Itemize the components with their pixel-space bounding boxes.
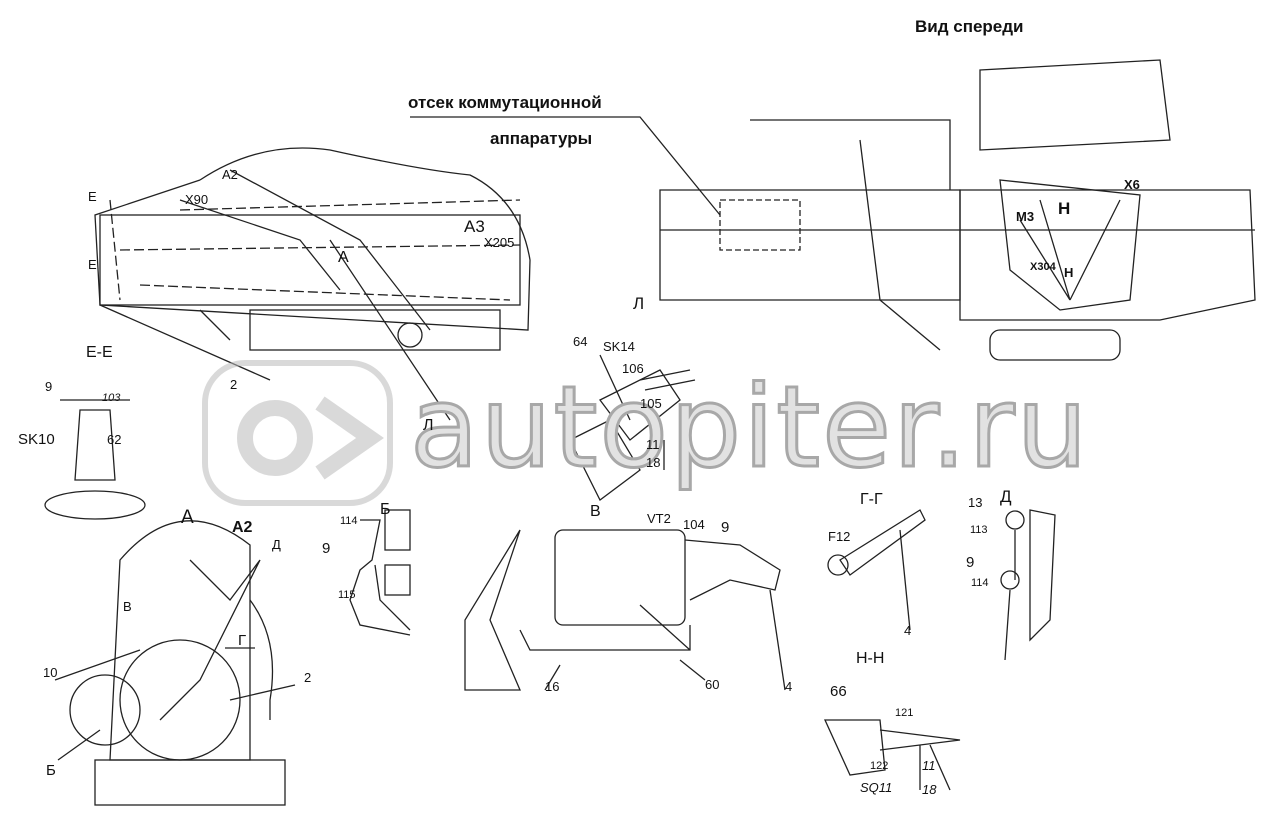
watermark-text: autopiter.ru <box>408 363 1090 493</box>
callout-m3: М3 <box>1016 209 1035 224</box>
callout-9: 9 <box>45 379 53 394</box>
front-view-assembly <box>410 59 1256 361</box>
callout-2-lower: 2 <box>304 670 312 685</box>
callout-4-gg: 4 <box>904 623 912 638</box>
callout-62: 62 <box>107 432 122 447</box>
callout-d: Д <box>272 537 281 552</box>
callout-103: 103 <box>102 392 121 404</box>
section-nn-title: Н-Н <box>856 650 885 667</box>
view-a-title: А <box>181 507 194 528</box>
watermark-logo <box>202 360 393 506</box>
callout-4: 4 <box>785 679 793 694</box>
view-title-front: Вид спереди <box>915 17 1024 36</box>
section-nn-drawing <box>823 719 961 791</box>
callout-9-b: 9 <box>322 540 331 557</box>
callout-60: 60 <box>705 677 720 692</box>
callout-104: 104 <box>683 517 705 532</box>
view-a-engine-drawing <box>54 520 296 806</box>
section-gg-drawing <box>827 509 926 631</box>
section-ee-drawing <box>44 399 146 520</box>
callout-66: 66 <box>830 683 847 700</box>
callout-a3: А3 <box>464 217 485 236</box>
view-v-title: В <box>590 503 601 520</box>
callout-sk10: SK10 <box>18 431 55 448</box>
callout-sq11: SQ11 <box>860 780 893 795</box>
callout-106: 106 <box>622 361 644 376</box>
callout-18-nn: 18 <box>922 782 937 797</box>
callout-16: 16 <box>545 679 560 694</box>
callout-13: 13 <box>968 495 983 510</box>
view-b-drawing <box>349 509 411 636</box>
callout-x205: Х205 <box>484 235 515 250</box>
section-ee-title: Е-Е <box>86 344 113 361</box>
callout-121: 121 <box>895 707 914 719</box>
callout-114: 114 <box>340 515 358 527</box>
top-left-assembly <box>94 147 531 421</box>
callout-g: Г <box>238 632 247 649</box>
callout-x6: Х6 <box>1124 177 1140 192</box>
callout-h-bottom: Н <box>1064 265 1074 280</box>
callout-a: А <box>338 249 349 266</box>
callout-10: 10 <box>43 665 58 680</box>
callout-9-d: 9 <box>966 554 975 571</box>
callout-x304: Х304 <box>1030 261 1056 273</box>
callout-x90: Х90 <box>185 192 209 207</box>
callout-114-d: 114 <box>971 577 989 589</box>
callout-11-nn: 11 <box>922 758 936 773</box>
callout-2: 2 <box>230 377 238 392</box>
callout-vt2: VT2 <box>647 511 671 526</box>
compartment-label-line2: аппаратуры <box>490 129 593 148</box>
callout-a2-lower: А2 <box>232 519 253 536</box>
callout-b: Б <box>46 762 56 779</box>
view-d-title: Д <box>1000 487 1012 506</box>
callout-18: 18 <box>646 455 661 470</box>
callout-v: В <box>123 599 132 614</box>
callout-a2: А2 <box>222 167 238 182</box>
callout-e-top: Е <box>88 189 97 204</box>
callout-h-top: Н <box>1058 199 1071 218</box>
view-d-drawing <box>1000 509 1056 661</box>
view-v-relay-drawing <box>464 529 786 691</box>
section-gg-title: Г-Г <box>860 491 883 508</box>
callout-f12: F12 <box>828 529 851 544</box>
view-l-sensor-drawing <box>569 354 696 501</box>
view-b-title: Б <box>380 501 391 518</box>
callout-64: 64 <box>573 334 588 349</box>
callout-122: 122 <box>870 760 889 772</box>
callout-l: Л <box>423 417 434 434</box>
view-l-title: Л <box>633 294 645 313</box>
callout-113: 113 <box>970 524 988 536</box>
callout-11: 11 <box>646 437 660 452</box>
callout-sk14: SK14 <box>603 339 635 354</box>
callout-105: 105 <box>640 396 662 411</box>
callout-9-v: 9 <box>721 519 730 536</box>
callout-e-bottom: Е <box>88 257 97 272</box>
callout-115: 115 <box>338 589 356 601</box>
compartment-label-line1: отсек коммутационной <box>408 93 602 112</box>
